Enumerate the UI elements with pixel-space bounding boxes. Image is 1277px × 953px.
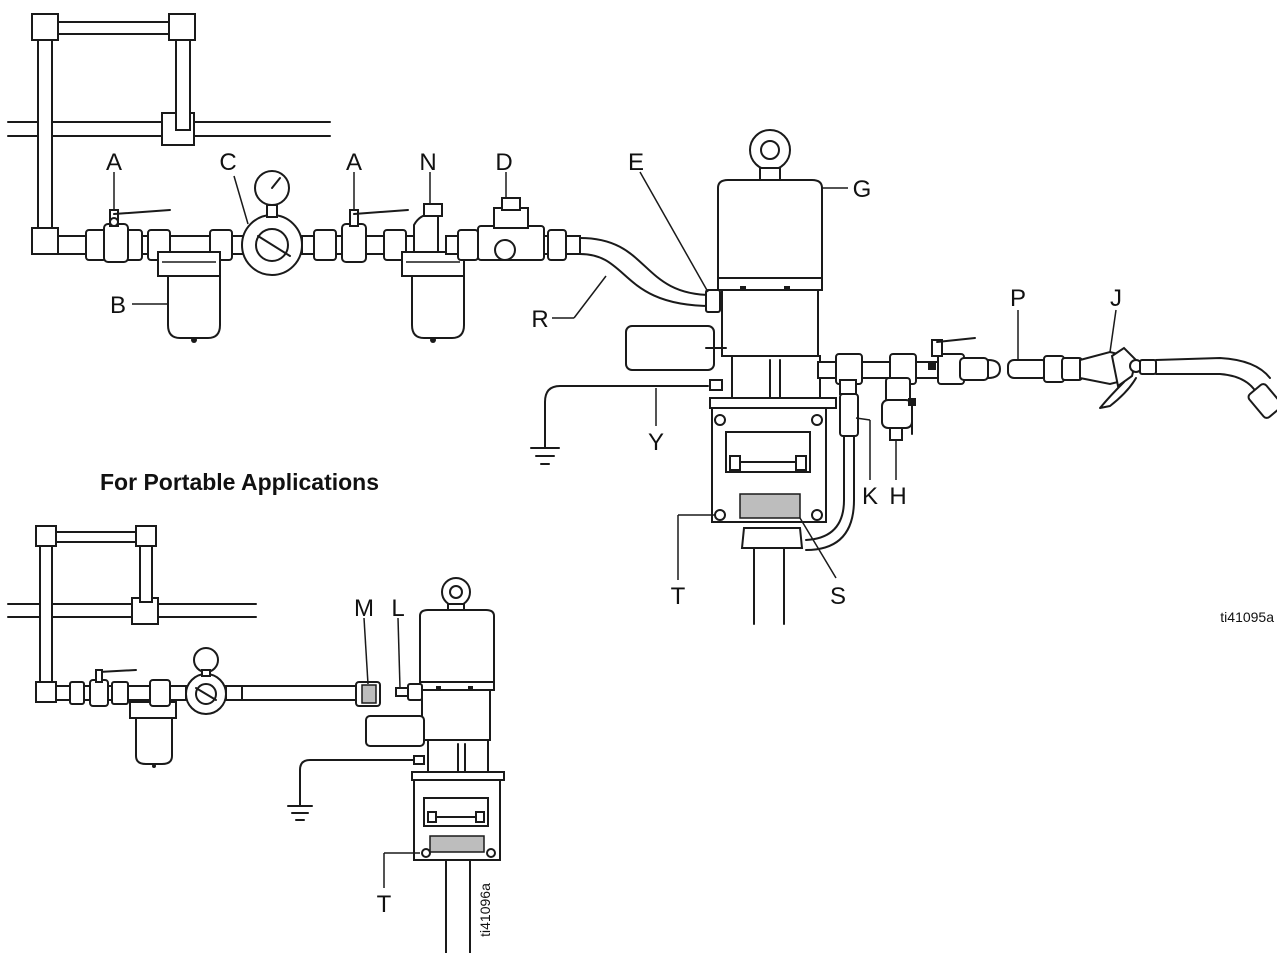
bleed-valve-a-2 — [341, 209, 415, 263]
bleed-valve-a-1 — [103, 209, 171, 263]
pump-assembly-main — [625, 129, 837, 625]
callout-r: R — [531, 306, 548, 333]
figure-id-main: ti41095a — [1220, 609, 1274, 625]
ground-wire-portable — [287, 759, 415, 821]
callout-d: D — [495, 149, 512, 176]
callout-y: Y — [648, 429, 664, 456]
callout-b: B — [110, 292, 126, 319]
callout-m: M — [354, 595, 374, 622]
fluid-hose-p — [987, 355, 1083, 383]
ground-wire-y — [530, 385, 709, 465]
callout-leaders-main — [113, 171, 1117, 580]
section-heading: For Portable Applications — [100, 469, 379, 495]
pump-assembly-portable — [365, 577, 505, 953]
callout-a-2: A — [346, 149, 362, 176]
callout-l: L — [391, 595, 404, 622]
callout-k: K — [862, 483, 878, 510]
portable-air-supply-piping — [7, 525, 381, 768]
callout-s: S — [830, 583, 846, 610]
air-regulator-c — [241, 170, 363, 276]
air-supply-hose-r — [579, 237, 713, 307]
callout-p: P — [1010, 285, 1026, 312]
figure-id-portable: ti41096a — [477, 883, 493, 937]
callout-j: J — [1110, 285, 1122, 312]
callout-t-2: T — [377, 891, 392, 918]
fluid-drain-valve-h — [881, 377, 916, 441]
callout-t-1: T — [671, 583, 686, 610]
callout-h: H — [889, 483, 906, 510]
callout-c: C — [219, 149, 236, 176]
callout-a-1: A — [106, 149, 122, 176]
callout-e: E — [628, 149, 644, 176]
fluid-outlet-piping — [817, 337, 989, 385]
air-filter-b — [157, 251, 221, 343]
callout-leaders-portable — [363, 617, 420, 888]
callout-g: G — [853, 176, 872, 203]
air-relief-valve-d — [477, 197, 581, 261]
dispense-valve-j — [1079, 346, 1277, 419]
callout-n: N — [419, 149, 436, 176]
fluid-pressure-relief-valve-k — [805, 379, 859, 551]
lubricator-n — [401, 203, 485, 343]
